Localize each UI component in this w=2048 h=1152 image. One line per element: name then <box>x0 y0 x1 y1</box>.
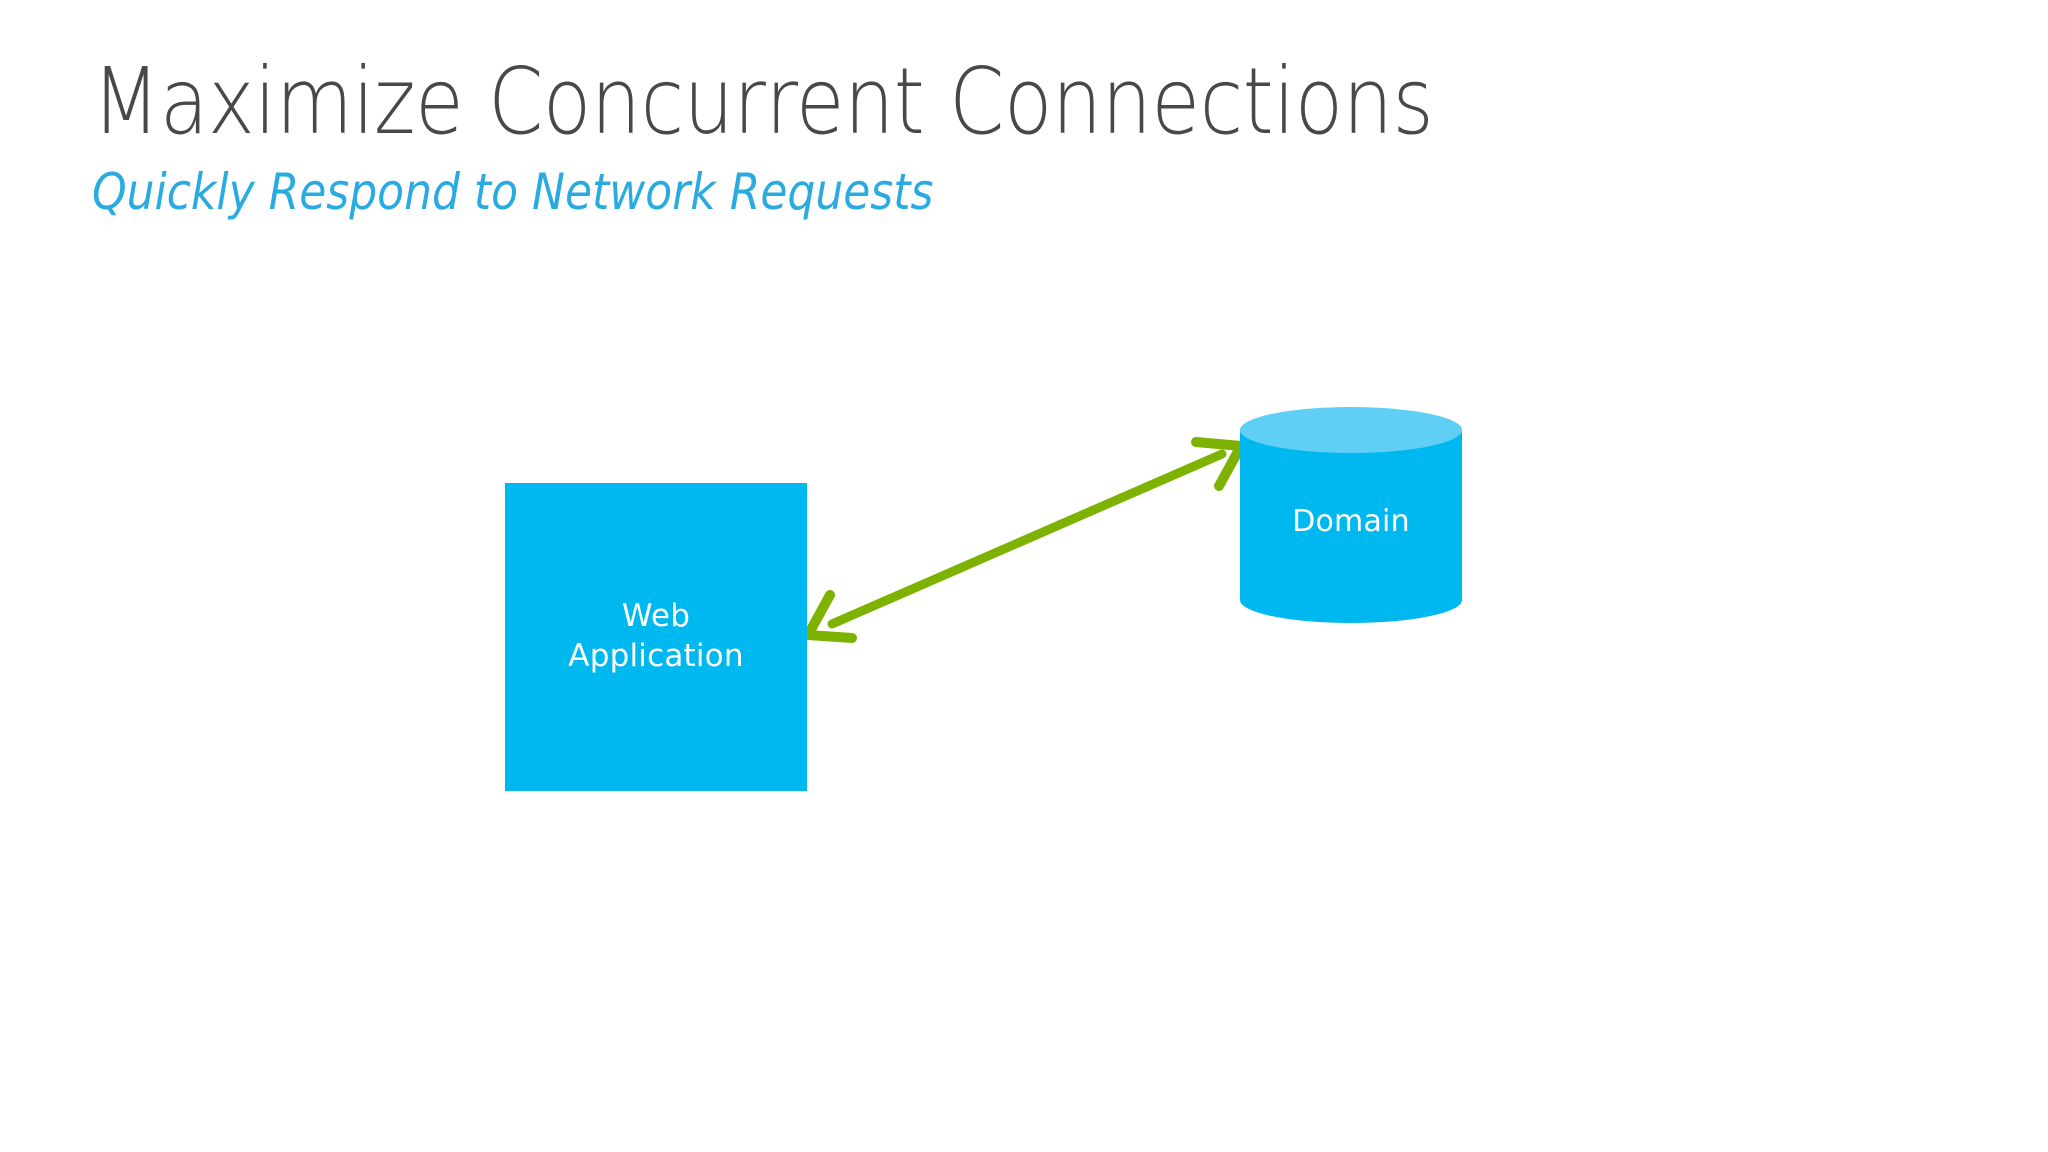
node-web-application[interactable]: Web Application <box>505 483 807 791</box>
node-web-application-label: Web Application <box>568 598 744 674</box>
page-subtitle: Quickly Respond to Network Requests <box>92 162 934 221</box>
webapp-domain-connector <box>803 437 1246 643</box>
arrowhead-to-webapp <box>803 590 857 643</box>
connector-shaft <box>827 449 1227 629</box>
page-title: Maximize Concurrent Connections <box>92 48 1434 155</box>
cylinder-shape <box>1240 407 1462 623</box>
cylinder-top-face <box>1240 407 1462 453</box>
node-domain[interactable]: Domain <box>1240 407 1462 623</box>
arrowhead-to-domain <box>1191 437 1246 491</box>
cylinder-body <box>1240 430 1462 623</box>
slide-heading-block: Maximize Concurrent Connections Quickly … <box>92 48 1792 221</box>
